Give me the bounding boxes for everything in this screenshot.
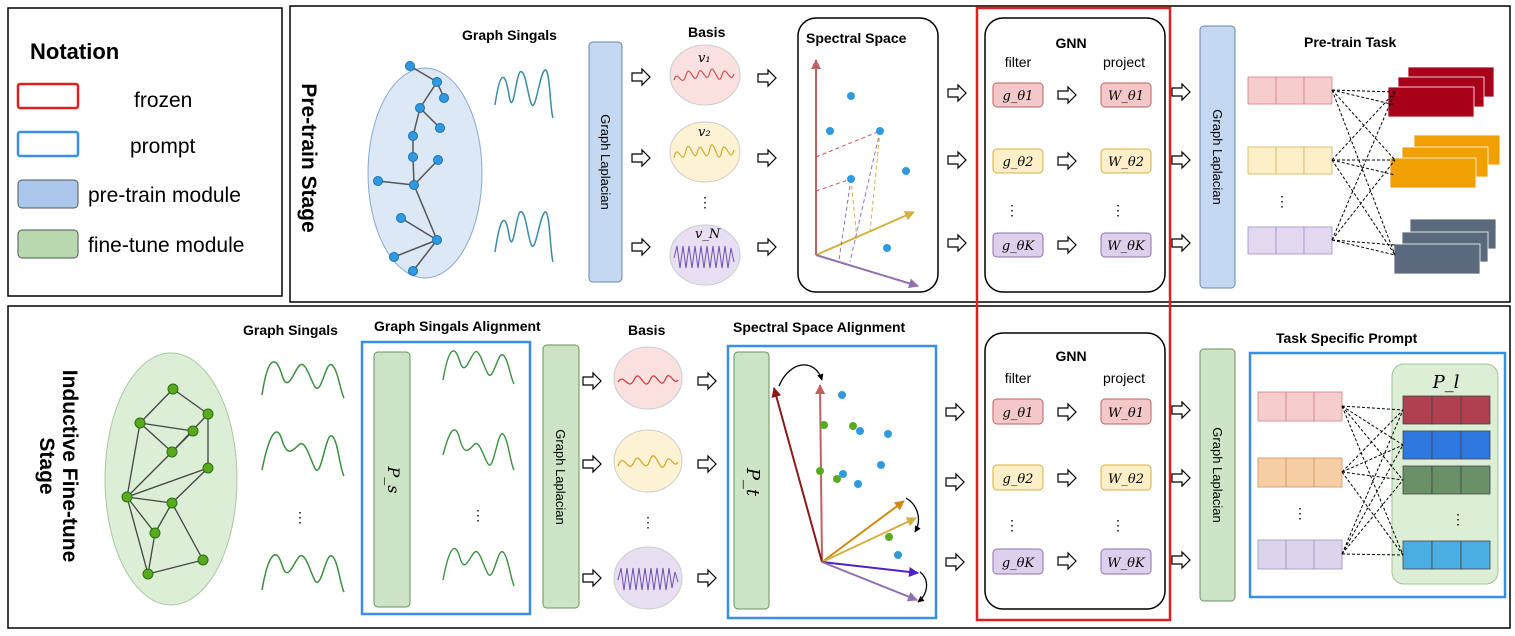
svg-text:g_θK: g_θK (1002, 239, 1036, 254)
svg-text:W_θ2: W_θ2 (1108, 472, 1144, 487)
finetune-laplacian-1 (542, 344, 580, 609)
frozen-gnn-box (975, 6, 1172, 622)
svg-text:⋮: ⋮ (1293, 505, 1307, 521)
pretrain-laplacian-1 (588, 41, 623, 283)
pretrain-swatch (17, 179, 79, 209)
pretrain-laplacian-1-label: Graph Laplacian (598, 114, 613, 209)
svg-text:v₁: v₁ (698, 51, 711, 66)
svg-text:project: project (1103, 370, 1145, 386)
svg-text:W_θK: W_θK (1107, 556, 1146, 571)
signals-alignment-title: Graph Singals Alignment (374, 318, 541, 334)
finetune-spectral-space (771, 364, 928, 603)
pretrain-task-stacks (1387, 66, 1501, 275)
finetune-graph (104, 352, 238, 606)
svg-text:W_θ1: W_θ1 (1108, 89, 1144, 104)
pretrain-basis-n: v_N (669, 224, 741, 286)
svg-text:GNN: GNN (1055, 348, 1086, 364)
svg-text:P_s: P_s (384, 466, 403, 494)
prompt-swatch (16, 130, 80, 158)
notation-title: Notation (30, 39, 119, 64)
svg-text:g_θ1: g_θ1 (1003, 406, 1034, 421)
frozen-swatch (16, 82, 80, 110)
finetune-label: fine-tune module (88, 234, 244, 257)
pretrain-task-links (1331, 89, 1396, 256)
frozen-label: frozen (134, 89, 192, 112)
svg-text:W_θ2: W_θ2 (1108, 155, 1144, 170)
finetune-stage-label-1: Inductive Fine-tune (58, 370, 81, 563)
svg-text:v₂: v₂ (698, 125, 711, 140)
svg-text:Graph Laplacian: Graph Laplacian (1210, 109, 1225, 204)
svg-text:P_l: P_l (1432, 372, 1460, 393)
svg-text:v_N: v_N (695, 227, 721, 242)
svg-text:g_θ2: g_θ2 (1003, 472, 1034, 487)
svg-text:g_θ2: g_θ2 (1003, 155, 1034, 170)
pretrain-basis-1: v₁ (669, 44, 741, 106)
svg-text:⋮: ⋮ (1451, 511, 1465, 527)
pretrain-laplacian-2 (1199, 25, 1236, 289)
svg-text:g_θK: g_θK (1002, 556, 1036, 571)
finetune-signal-curves: ⋮ (261, 361, 345, 593)
finetune-basis-2 (613, 429, 683, 493)
svg-text:Graph Laplacian: Graph Laplacian (1210, 427, 1225, 522)
svg-text:⋮: ⋮ (293, 509, 307, 525)
pl-prompt-rows: ⋮ (1402, 395, 1491, 570)
finetune-swatch (17, 229, 79, 259)
pretrain-graph (367, 61, 483, 279)
pretrain-label: pre-train module (88, 184, 241, 207)
pt-prompt (733, 351, 770, 610)
svg-text:⋮: ⋮ (1005, 517, 1019, 533)
svg-text:GNN: GNN (1055, 35, 1086, 51)
svg-text:⋮: ⋮ (1005, 202, 1019, 218)
svg-text:Graph Laplacian: Graph Laplacian (553, 429, 568, 524)
svg-text:⋮: ⋮ (471, 507, 485, 523)
svg-text:W_θ1: W_θ1 (1108, 406, 1144, 421)
svg-text:Spectral Space: Spectral Space (806, 30, 907, 46)
svg-text:W_θK: W_θK (1107, 239, 1146, 254)
finetune-gnn: GNN filter project g_θ1 W_θ1 g_θ2 W_θ2 ⋮… (984, 332, 1166, 610)
pretrain-basis-2: v₂ (669, 121, 741, 183)
svg-text:project: project (1103, 54, 1145, 70)
pretrain-task-embeddings: ⋮ (1247, 76, 1333, 255)
pretrain-graph-signals-title: Graph Singals (462, 27, 557, 43)
task-prompt-embeddings: ⋮ (1257, 391, 1343, 570)
finetune-stage-label-2: Stage (35, 437, 58, 494)
svg-text:g_θ1: g_θ1 (1003, 89, 1034, 104)
pretrain-gnn: GNN filter project g_θ1 W_θ1 g_θ2 W_θ2 ⋮… (984, 17, 1166, 293)
ps-prompt (373, 351, 411, 608)
notation-legend: Notation frozen prompt pre-train module … (7, 7, 283, 297)
pretrain-signal-curves (494, 69, 554, 263)
svg-text:filter: filter (1005, 54, 1032, 70)
svg-text:⋮: ⋮ (641, 514, 655, 530)
finetune-graph-signals-title: Graph Singals (243, 322, 338, 338)
svg-text:filter: filter (1005, 370, 1032, 386)
finetune-basis-n (613, 546, 683, 610)
svg-text:P_t: P_t (742, 467, 763, 497)
svg-text:⋮: ⋮ (1275, 193, 1289, 209)
pretrain-spectral-space: Spectral Space (797, 17, 939, 293)
finetune-basis-title: Basis (628, 322, 666, 338)
pretrain-basis-title: Basis (688, 24, 726, 40)
svg-text:⋮: ⋮ (1111, 517, 1125, 533)
spectral-alignment-title: Spectral Space Alignment (733, 319, 906, 335)
task-prompt-links (1341, 405, 1404, 556)
pretrain-stage-label: Pre-train Stage (297, 83, 320, 232)
svg-text:⋮: ⋮ (1111, 202, 1125, 218)
task-prompt-title: Task Specific Prompt (1276, 330, 1418, 346)
finetune-basis-1 (613, 346, 683, 410)
prompt-label: prompt (130, 135, 196, 158)
svg-text:⋮: ⋮ (698, 194, 712, 210)
pretrain-task-title: Pre-train Task (1304, 34, 1397, 50)
finetune-laplacian-2 (1199, 348, 1236, 602)
